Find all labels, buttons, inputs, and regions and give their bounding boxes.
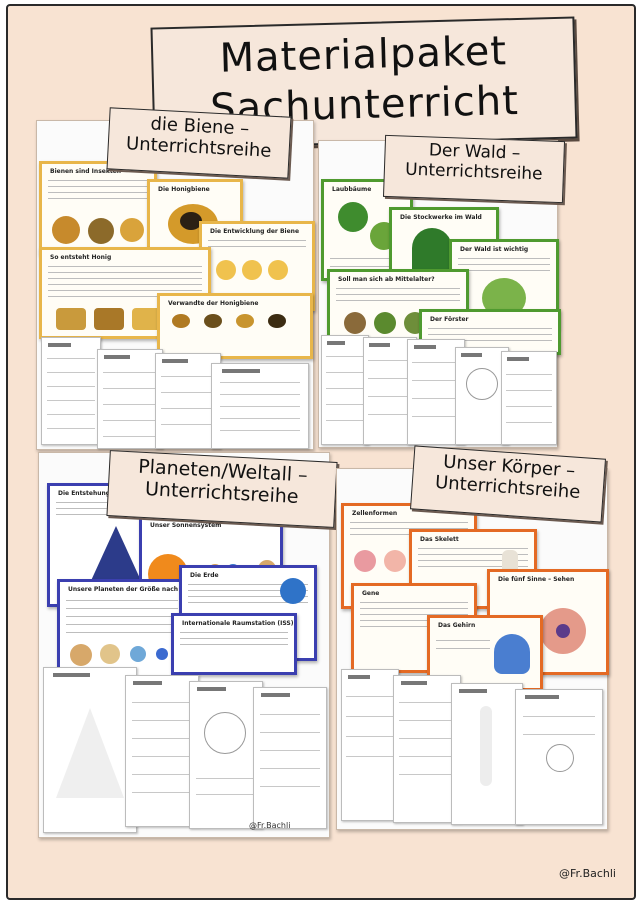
card-title: Das Skelett bbox=[420, 536, 459, 543]
weltall-card-groesse: Unsere Planeten der Größe nach bbox=[57, 579, 187, 683]
worksheet bbox=[155, 353, 221, 449]
worksheet bbox=[393, 675, 461, 823]
card-title: Laubbäume bbox=[332, 186, 372, 193]
biene-label: die Biene – Unterrichtsreihe bbox=[106, 107, 292, 179]
worksheet bbox=[253, 687, 327, 829]
worksheet bbox=[211, 363, 309, 449]
card-title: Die Erde bbox=[190, 572, 219, 579]
card-title: Die Honigbiene bbox=[158, 186, 210, 193]
card-title: Unser Sonnensystem bbox=[150, 522, 222, 529]
worksheet bbox=[189, 681, 263, 829]
small-credit: @Fr.Bachli bbox=[249, 821, 291, 830]
worksheet bbox=[321, 335, 369, 445]
weltall-label: Planeten/Weltall – Unterrichtsreihe bbox=[106, 450, 338, 528]
card-title: Die Stockwerke im Wald bbox=[400, 214, 482, 221]
card-title: Verwandte der Honigbiene bbox=[168, 300, 259, 307]
worksheet bbox=[97, 349, 163, 449]
worksheet bbox=[455, 347, 509, 445]
worksheet bbox=[515, 689, 603, 825]
card-title: Das Gehirn bbox=[438, 622, 476, 629]
wald-label: Der Wald – Unterrichtsreihe bbox=[382, 134, 566, 204]
biene-collage: Bienen sind Insekten Die Honigbiene Die … bbox=[36, 120, 315, 450]
worksheet bbox=[43, 667, 137, 833]
card-title: Soll man sich ab Mittelalter? bbox=[338, 276, 435, 283]
worksheet bbox=[341, 669, 399, 821]
card-title: Unsere Planeten der Größe nach bbox=[68, 586, 179, 593]
card-title: Der Förster bbox=[430, 316, 469, 323]
card-title: Bienen sind Insekten bbox=[50, 168, 122, 175]
biene-card-insekten: Bienen sind Insekten bbox=[39, 161, 157, 255]
worksheet bbox=[501, 351, 557, 445]
card-title: Gene bbox=[362, 590, 380, 597]
card-title: Internationale Raumstation (ISS) bbox=[182, 620, 294, 627]
card-title: Der Wald ist wichtig bbox=[460, 246, 529, 253]
worksheet bbox=[125, 675, 199, 827]
worksheet bbox=[451, 683, 523, 825]
card-title: Die fünf Sinne – Sehen bbox=[498, 576, 575, 583]
card-title: Die Entwicklung der Biene bbox=[210, 228, 300, 235]
weltall-card-iss: Internationale Raumstation (ISS) bbox=[171, 613, 297, 675]
wald-card-mittelalter: Soll man sich ab Mittelalter? bbox=[327, 269, 469, 345]
author-credit: @Fr.Bachli bbox=[559, 867, 616, 880]
koerper-label: Unser Körper – Unterrichtsreihe bbox=[410, 445, 606, 523]
koerper-collage: Zellenformen Das Skelett Die fünf Sinne … bbox=[336, 468, 609, 830]
card-title: So entsteht Honig bbox=[50, 254, 112, 261]
title-line-1: Materialpaket bbox=[218, 28, 508, 82]
card-title: Die Entstehung bbox=[58, 490, 111, 497]
worksheet bbox=[41, 337, 101, 445]
biene-card-verwandte: Verwandte der Honigbiene bbox=[157, 293, 313, 359]
card-title: Zellenformen bbox=[352, 510, 398, 517]
